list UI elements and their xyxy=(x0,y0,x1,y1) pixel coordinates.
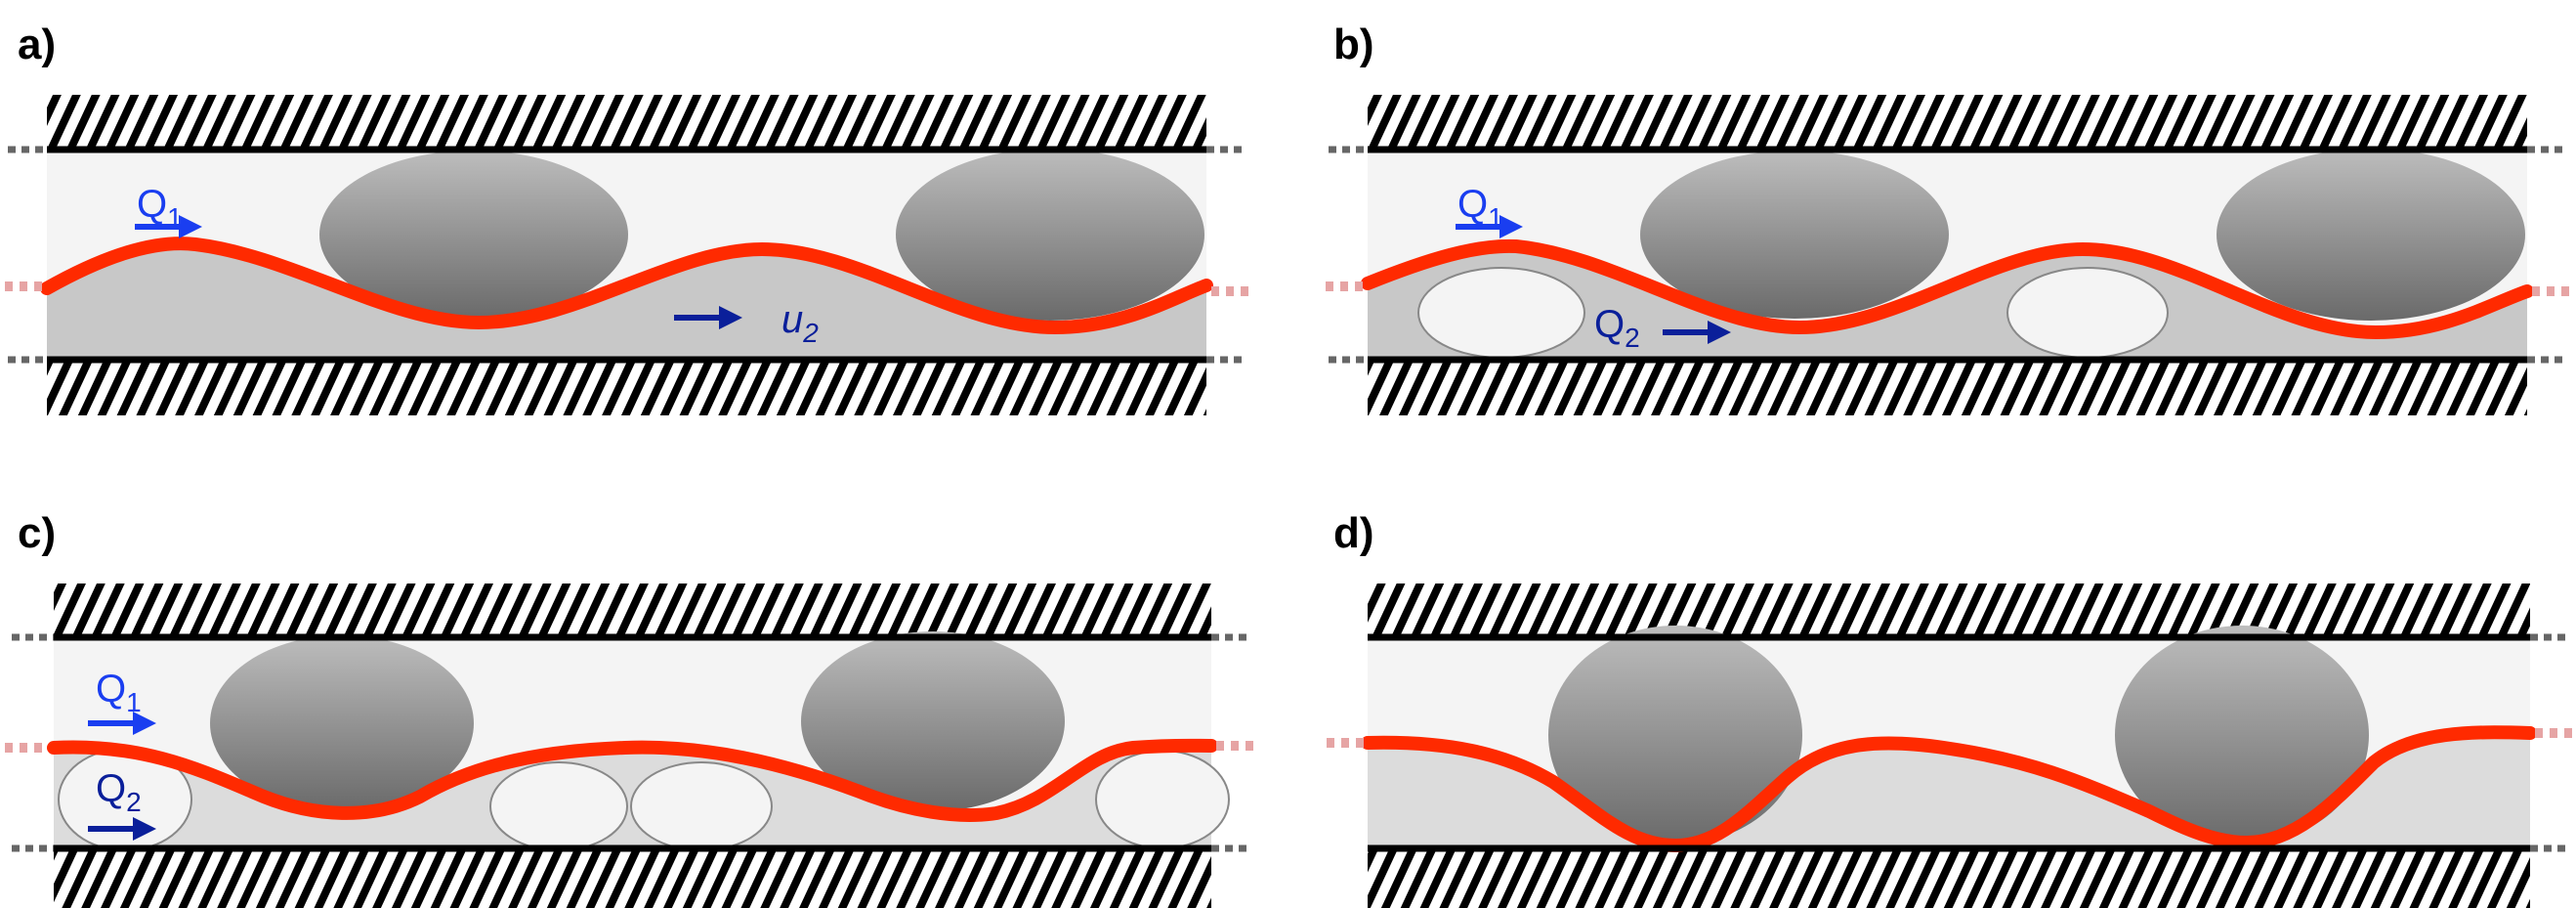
panel-a: a) Q1 u2 xyxy=(5,21,1250,415)
panel-label: b) xyxy=(1333,21,1374,68)
bubble xyxy=(1095,750,1230,849)
droplet xyxy=(2115,626,2369,844)
droplet xyxy=(319,151,628,319)
lower-phase xyxy=(47,243,1206,360)
droplet xyxy=(1640,151,1949,319)
bubble xyxy=(2006,267,2169,359)
bubble xyxy=(1417,267,1585,359)
droplet xyxy=(2217,149,2525,321)
panel-c: c) Q1 Q2 xyxy=(5,509,1255,908)
interface-line xyxy=(1361,725,2537,852)
lower-phase xyxy=(1368,245,2527,360)
droplet xyxy=(896,149,1204,321)
bubble xyxy=(489,761,628,851)
panel-label: a) xyxy=(18,21,56,68)
q2-label: Q2 xyxy=(1594,303,1640,353)
q2-label: Q2 xyxy=(96,767,142,817)
q1-label: Q1 xyxy=(96,668,142,717)
panel-label: d) xyxy=(1333,509,1374,557)
panel-label: c) xyxy=(18,509,56,557)
interface-line xyxy=(40,237,1213,334)
bottom-wall-hatch xyxy=(47,360,1206,415)
u2-label: u2 xyxy=(781,298,819,348)
interface-line xyxy=(1361,238,2534,339)
bubble xyxy=(630,761,773,851)
droplet xyxy=(210,635,474,811)
panel-d: d) xyxy=(1327,509,2574,908)
interface-line xyxy=(47,738,1218,822)
lower-phase xyxy=(1368,732,2530,848)
droplet xyxy=(1548,626,1802,844)
top-wall-hatch xyxy=(47,95,1206,150)
droplet xyxy=(801,631,1065,811)
panel-b: b) Q1 Q2 xyxy=(1326,21,2571,415)
